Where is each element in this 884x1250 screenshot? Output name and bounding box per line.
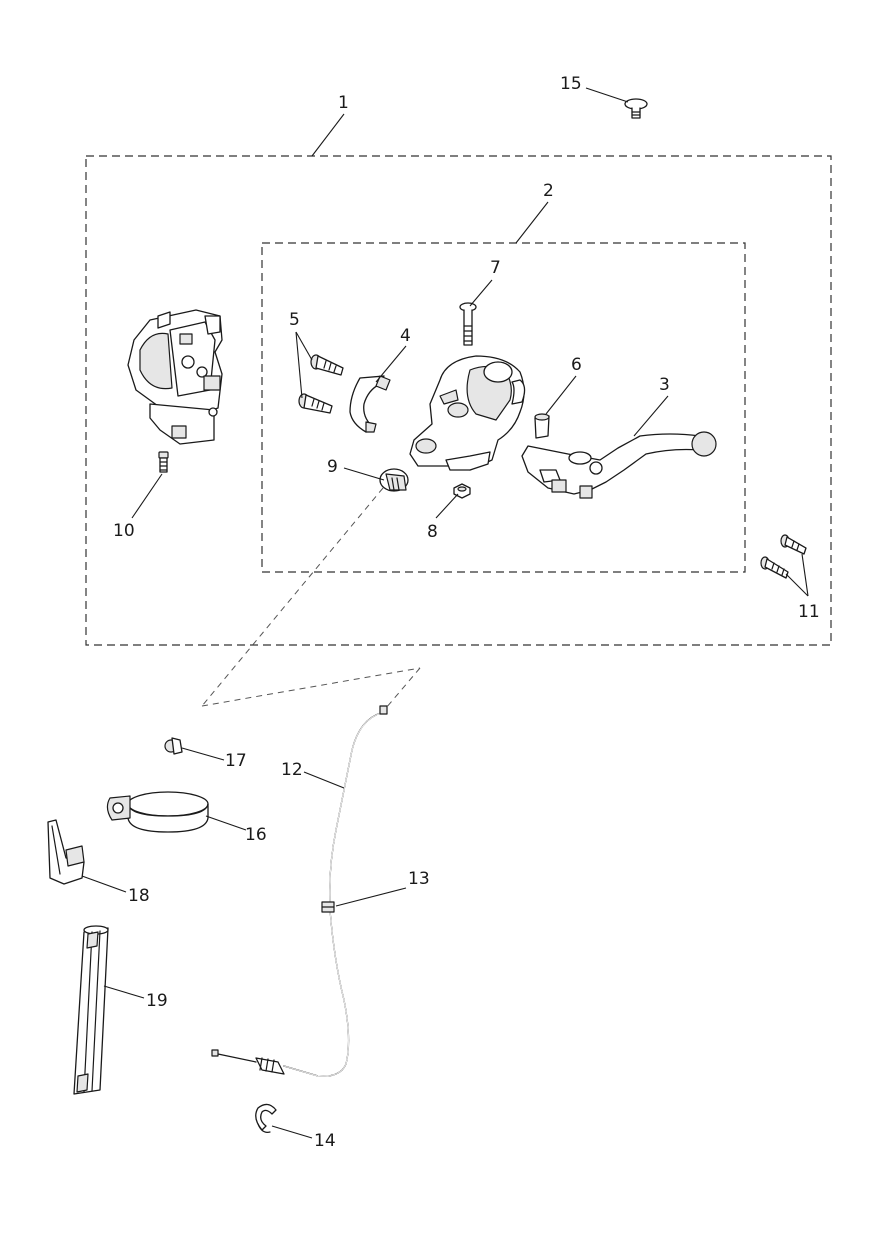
callout-3: 3 <box>659 375 670 395</box>
part-7-bolt <box>459 302 477 346</box>
callout-7: 7 <box>490 258 501 278</box>
callout-2: 2 <box>543 181 554 201</box>
callout-1: 1 <box>338 93 349 113</box>
part-12-clutch-cable <box>211 705 388 1077</box>
callout-14: 14 <box>314 1131 336 1151</box>
part-9-adjuster <box>379 468 409 492</box>
callout-13: 13 <box>408 869 430 889</box>
part-14-circlip <box>255 1103 277 1133</box>
part-5-bolt-lower <box>298 393 333 414</box>
part-11-screw-lower <box>760 556 789 579</box>
callout-4: 4 <box>400 326 411 346</box>
callout-8: 8 <box>427 522 438 542</box>
assembly-box-outer <box>85 155 832 646</box>
part-5-bolt-upper <box>310 354 344 376</box>
part-3-lever <box>521 431 717 499</box>
part-19-sleeve <box>73 925 109 1095</box>
clutch-master-cylinder <box>409 355 526 471</box>
callout-9: 9 <box>327 457 338 477</box>
part-17-bolt <box>164 737 183 755</box>
part-16-band-clamp <box>106 791 209 833</box>
callout-6: 6 <box>571 355 582 375</box>
part-11-screw-upper <box>780 534 807 555</box>
callout-11: 11 <box>798 602 820 622</box>
callout-16: 16 <box>245 825 267 845</box>
callout-18: 18 <box>128 886 150 906</box>
part-10-screw <box>158 451 169 473</box>
callout-15: 15 <box>560 74 582 94</box>
callout-5: 5 <box>289 310 300 330</box>
cable-connection-guide <box>201 487 421 709</box>
callout-12: 12 <box>281 760 303 780</box>
assembly-box-inner <box>261 242 746 573</box>
part-6-bushing <box>534 413 550 439</box>
callout-19: 19 <box>146 991 168 1011</box>
leader-lines <box>81 87 809 1139</box>
part-13-cable-clip <box>321 901 335 913</box>
callout-17: 17 <box>225 751 247 771</box>
part-18-clip <box>47 819 85 885</box>
callout-10: 10 <box>113 521 135 541</box>
switch-housing <box>127 309 223 445</box>
part-15-rivet <box>624 98 648 119</box>
part-4-clamp <box>349 375 391 433</box>
